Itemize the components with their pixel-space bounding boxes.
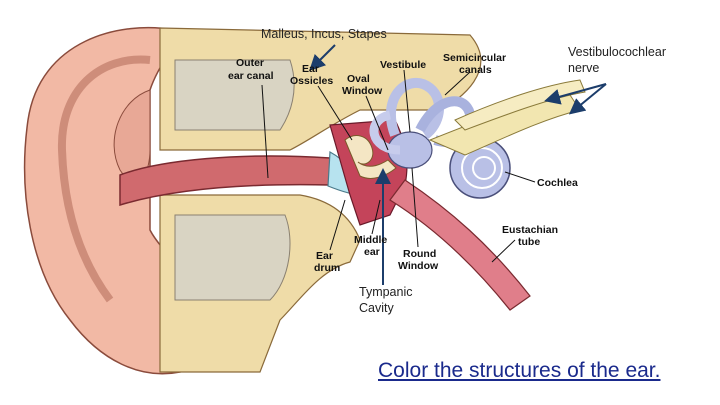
semicircular-canal-1 xyxy=(385,78,444,140)
pinna-fold xyxy=(57,55,151,303)
note-vestibulocochlear-nerve: Vestibulocochlear nerve xyxy=(568,44,666,76)
note-tympanic-line-2: Cavity xyxy=(359,301,394,315)
label-ear-ossicles: Ear Ossicles xyxy=(290,63,333,87)
label-ear-drum: Ear drum xyxy=(314,250,340,274)
label-eustachian-tube: Eustachian tube xyxy=(502,224,561,248)
upper-air-cells xyxy=(174,59,295,131)
eustachian-tube xyxy=(389,179,531,311)
note-tympanic-line-1: Tympanic xyxy=(359,285,413,299)
label-semicircular-canals: Semicircular canals xyxy=(443,52,509,76)
note-vestibulocochlear-line-1: Vestibulocochlear xyxy=(568,45,666,59)
label-middle-ear: Middle ear xyxy=(354,234,390,258)
label-cochlea: Cochlea xyxy=(537,177,578,189)
label-pointers xyxy=(261,69,536,263)
label-outer-ear-canal: Outer ear canal xyxy=(228,57,274,82)
note-arrows xyxy=(309,44,607,285)
semicircular-canal-3 xyxy=(369,110,401,155)
cochlea-turn-3 xyxy=(472,156,496,180)
label-oval-window: Oval Window xyxy=(342,73,383,97)
lobe-cartilage xyxy=(113,89,151,184)
note-tympanic-cavity: Tympanic Cavity xyxy=(359,284,413,316)
note-malleus-incus-stapes: Malleus, Incus, Stapes xyxy=(261,27,387,41)
note-vestibulocochlear-line-2: nerve xyxy=(568,61,600,75)
caption: Color the structures of the ear. xyxy=(378,359,661,382)
label-round-window: Round Window xyxy=(398,248,439,272)
mastoid-air-cells xyxy=(174,214,291,301)
label-vestibule: Vestibule xyxy=(380,59,426,71)
